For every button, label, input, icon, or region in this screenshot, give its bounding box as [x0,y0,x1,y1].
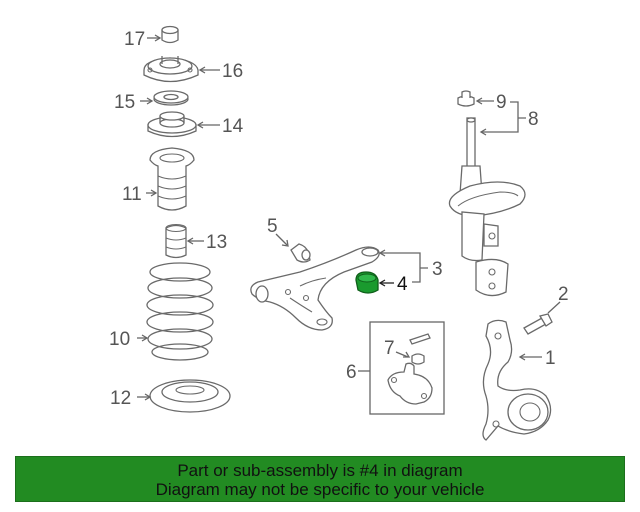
part-3-lower-control-arm [250,246,380,331]
callout-2: 2 [558,284,569,305]
leader-8 [481,101,526,133]
part-14-spring-seat [147,111,197,138]
callout-13: 13 [206,232,227,253]
callout-10: 10 [109,329,130,350]
part-9-nut [457,90,475,107]
part-5-bushing [290,243,311,263]
part-13-bump-stop [165,223,187,259]
part-1-steering-knuckle [482,319,552,441]
banner-line-1: Part or sub-assembly is #4 in diagram [177,461,463,480]
callout-17: 17 [124,29,145,50]
part-16-upper-mount [143,56,199,83]
callout-8: 8 [528,109,539,130]
leader-3 [380,252,428,283]
info-banner: Part or sub-assembly is #4 in diagram Di… [15,456,625,502]
callout-9: 9 [496,92,507,113]
part-12-lower-insulator [149,379,231,413]
part-11-dust-boot [149,147,195,211]
callout-6: 6 [346,362,357,383]
ball-joint-kit-box [369,321,445,415]
callout-3: 3 [432,259,443,280]
part-4-bushing-highlighted [355,271,379,294]
callout-12: 12 [110,388,131,409]
leader-5 [275,233,288,246]
callout-7: 7 [384,338,395,359]
callout-4: 4 [397,274,408,295]
part-8-strut [448,117,526,297]
part-10-coil-spring [146,262,214,361]
callout-1: 1 [545,348,556,369]
part-6-ball-joint [387,362,433,405]
part-2-bolt [523,313,553,335]
callout-5: 5 [267,216,278,237]
leader-2 [547,301,561,314]
part-17-nut [161,25,179,44]
callout-11: 11 [122,184,142,205]
callout-15: 15 [114,92,135,113]
callout-14: 14 [222,116,244,137]
part-15-bearing [153,90,189,106]
parts-diagram: 17 16 15 14 11 [109,25,569,441]
leader-7 [395,351,409,358]
callout-16: 16 [222,61,243,82]
part-7-nut-pin [409,333,431,365]
banner-line-2: Diagram may not be specific to your vehi… [155,480,485,499]
